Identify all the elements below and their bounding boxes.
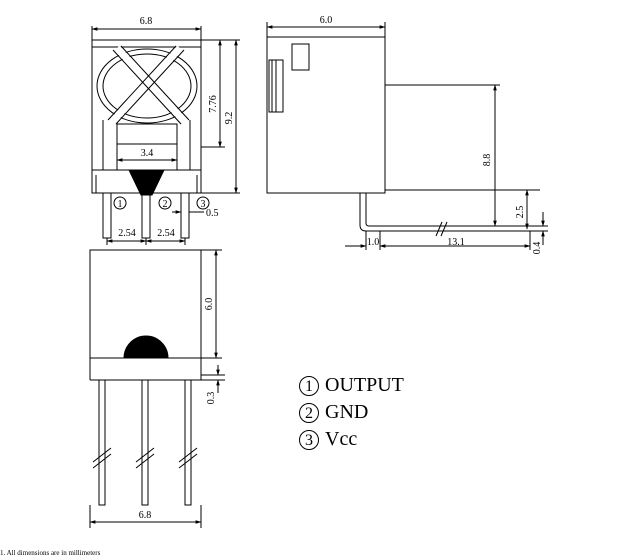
front-view — [91, 26, 240, 245]
dim-lead-length: 13.1 — [447, 237, 465, 248]
dim-bottom-width: 6.8 — [139, 510, 152, 521]
dim-side-depth: 6.0 — [320, 15, 333, 26]
dim-pitch-right: 2.54 — [157, 228, 175, 239]
legend-label: Vcc — [325, 428, 358, 450]
legend-number: 3 — [299, 429, 319, 450]
dim-front-width: 6.8 — [140, 16, 153, 27]
legend-item-gnd: 2 GND — [299, 399, 404, 426]
side-view — [266, 22, 548, 250]
pin-label-3: 3 — [201, 199, 206, 210]
dim-lead-thickness: 0.4 — [532, 242, 543, 255]
legend-label: OUTPUT — [325, 374, 404, 396]
pin-legend: 1 OUTPUT 2 GND 3 Vcc — [299, 372, 404, 453]
pin-label-1: 1 — [118, 199, 123, 210]
dim-pitch-left: 2.54 — [118, 228, 136, 239]
legend-label: GND — [325, 401, 369, 423]
legend-item-vcc: 3 Vcc — [299, 426, 404, 453]
dim-inner-width: 3.4 — [141, 148, 154, 159]
legend-number: 2 — [299, 402, 319, 423]
dim-height-92: 9.2 — [224, 112, 235, 125]
dim-lead-offset: 1.0 — [367, 237, 380, 248]
legend-item-output: 1 OUTPUT — [299, 372, 404, 399]
footnote: 1. All dimensions are in millimeters — [0, 549, 101, 557]
dim-height-776: 7.76 — [208, 95, 219, 113]
dim-bottom-gap: 0.3 — [206, 392, 217, 405]
legend-number: 1 — [299, 375, 319, 396]
dim-pin-offset: 0.5 — [206, 208, 219, 219]
pin-label-2: 2 — [163, 199, 168, 210]
dim-side-height: 8.8 — [482, 154, 493, 167]
dim-bottom-height: 6.0 — [204, 298, 215, 311]
dim-lead-height: 2.5 — [515, 206, 526, 219]
bottom-view — [89, 249, 225, 528]
